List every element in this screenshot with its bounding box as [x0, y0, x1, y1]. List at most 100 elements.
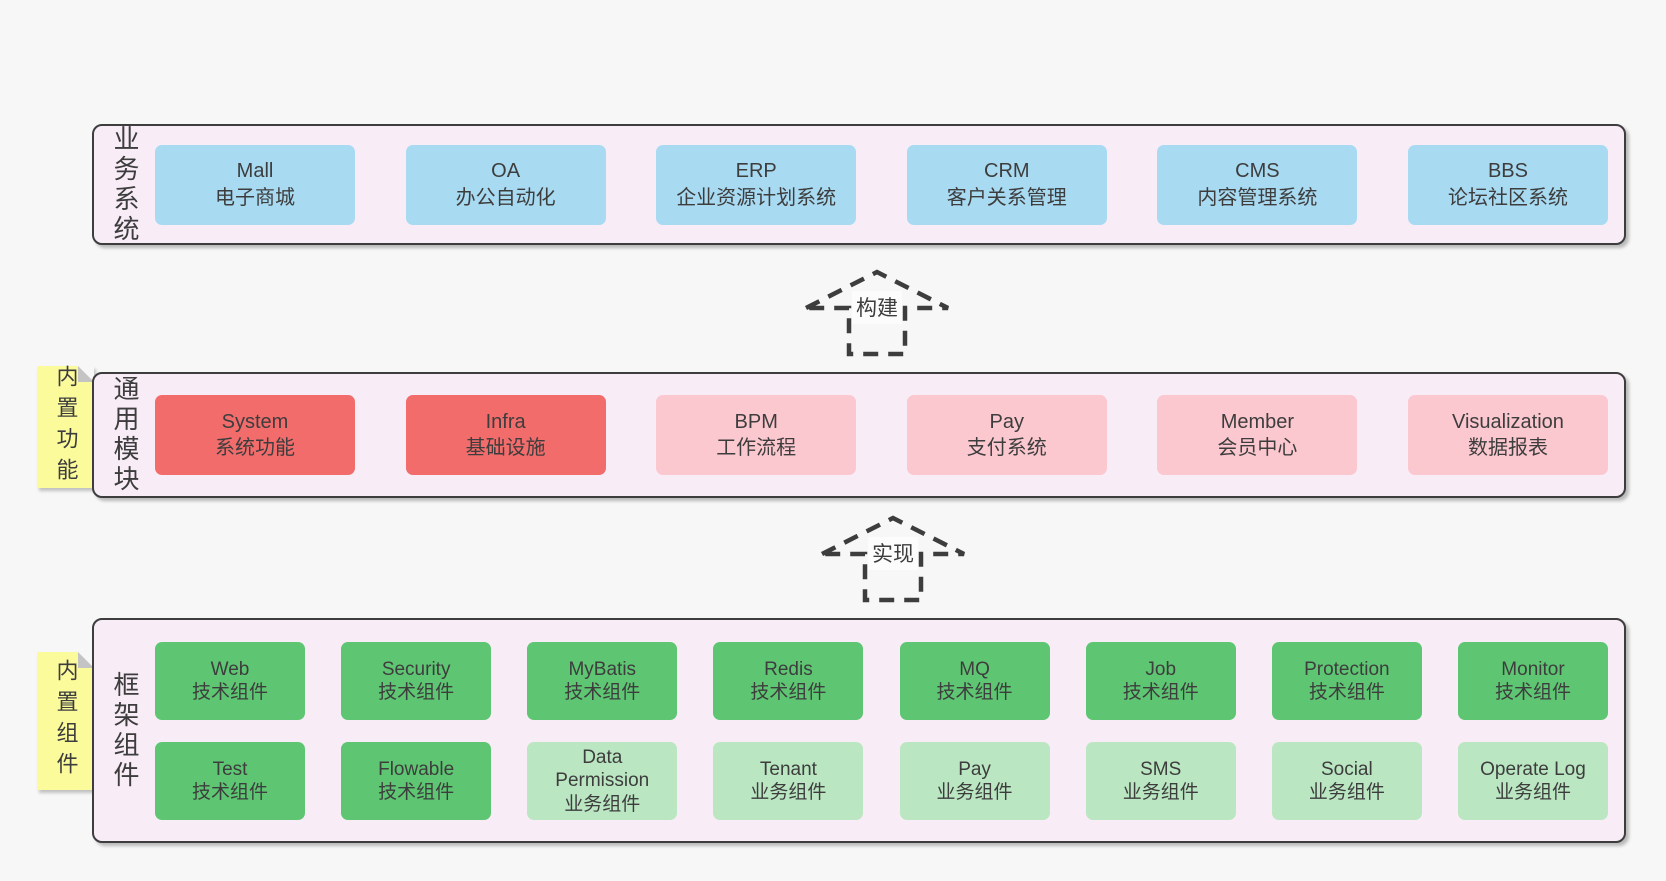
- box-flowable: Flowable 技术组件: [341, 742, 492, 820]
- box-redis: Redis 技术组件: [713, 642, 864, 720]
- box-subtitle: 工作流程: [716, 437, 797, 459]
- box-bbs: BBS 论坛社区系统: [1407, 144, 1608, 225]
- box-subtitle: 技术组件: [191, 682, 268, 703]
- box-title: CMS: [1235, 160, 1280, 183]
- box-subtitle: 论坛社区系统: [1447, 186, 1568, 209]
- sticky-built-in-components: 内置组件: [37, 652, 94, 790]
- box-title: Infra: [485, 410, 526, 433]
- box-subtitle: 基础设施: [465, 437, 546, 459]
- box-pay: Pay 支付系统: [906, 395, 1107, 475]
- box-subtitle: 技术组件: [378, 682, 455, 703]
- box-title: Redis: [764, 658, 813, 680]
- arrow-label: 构建: [856, 297, 898, 320]
- box-tenant: Tenant 业务组件: [713, 742, 864, 820]
- box-title: Pay: [989, 410, 1025, 433]
- box-subtitle: 业务组件: [1494, 782, 1571, 803]
- box-title: Test: [212, 758, 248, 780]
- box-subtitle: 业务组件: [936, 782, 1013, 803]
- box-title: Social: [1320, 758, 1373, 780]
- box-subtitle: 客户关系管理: [946, 186, 1067, 209]
- sticky-built-in-features: 内置功能: [37, 365, 94, 489]
- box-visualization: Visualization 数据报表: [1407, 395, 1608, 475]
- layer-components-label: 框架组件: [110, 670, 140, 791]
- box-title: ERP: [735, 160, 777, 183]
- box-title: MQ: [959, 658, 990, 680]
- box-member: Member 会员中心: [1157, 395, 1358, 475]
- box-subtitle: 办公自动化: [455, 186, 556, 209]
- box-title: CRM: [984, 160, 1030, 183]
- sticky-label: 内置功能: [53, 365, 79, 489]
- components-row-2: Test 技术组件 Flowable 技术组件 Data Permission …: [155, 742, 1608, 820]
- box-subtitle: 业务组件: [564, 793, 641, 815]
- components-row-1: Web 技术组件 Security 技术组件 MyBatis 技术组件 Redi…: [155, 642, 1608, 720]
- box-title: BPM: [734, 410, 778, 433]
- box-title: Operate Log: [1480, 758, 1586, 780]
- box-title: Visualization: [1452, 410, 1564, 433]
- box-sms: SMS 业务组件: [1085, 742, 1236, 820]
- box-title: BBS: [1487, 160, 1528, 183]
- build-arrow-icon: 构建: [804, 269, 950, 357]
- box-title: Protection: [1304, 658, 1390, 680]
- box-title: OA: [491, 160, 521, 183]
- box-title: System: [221, 410, 289, 433]
- layer-business-label: 业务系统: [110, 124, 140, 245]
- layer-framework-components: 框架组件 Web 技术组件 Security 技术组件 MyBatis 技术组件…: [92, 618, 1626, 843]
- box-subtitle: 会员中心: [1217, 437, 1298, 459]
- business-boxes-row: Mall 电子商城 OA 办公自动化 ERP 企业资源计划系统 CRM 客户关系…: [155, 144, 1608, 225]
- arrow-label: 实现: [872, 543, 914, 566]
- box-subtitle: 业务组件: [1122, 782, 1199, 803]
- box-subtitle: 技术组件: [936, 682, 1013, 703]
- box-test: Test 技术组件: [155, 742, 305, 820]
- box-pay-component: Pay 业务组件: [899, 742, 1050, 820]
- layer-business-systems: 业务系统 Mall 电子商城 OA 办公自动化 ERP 企业资源计划系统 CRM…: [92, 124, 1626, 245]
- box-subtitle: 数据报表: [1467, 437, 1548, 459]
- box-crm: CRM 客户关系管理: [906, 144, 1107, 225]
- modules-boxes-row: System 系统功能 Infra 基础设施 BPM 工作流程 Pay 支付系统…: [155, 395, 1608, 475]
- box-erp: ERP 企业资源计划系统: [656, 144, 857, 225]
- box-subtitle: 技术组件: [1122, 682, 1199, 703]
- box-subtitle: 系统功能: [215, 437, 295, 459]
- box-subtitle: 技术组件: [191, 782, 268, 803]
- layer-modules-label: 通用模块: [110, 375, 140, 495]
- box-infra: Infra 基础设施: [405, 395, 606, 475]
- box-title: Web: [210, 658, 250, 680]
- box-subtitle: 电子商城: [215, 186, 295, 209]
- box-protection: Protection 技术组件: [1271, 642, 1422, 720]
- box-social: Social 业务组件: [1271, 742, 1422, 820]
- box-title: Pay: [958, 758, 991, 780]
- components-grid: Web 技术组件 Security 技术组件 MyBatis 技术组件 Redi…: [155, 642, 1608, 820]
- box-security: Security 技术组件: [341, 642, 492, 720]
- box-mq: MQ 技术组件: [899, 642, 1050, 720]
- sticky-label: 内置组件: [53, 659, 79, 783]
- box-bpm: BPM 工作流程: [656, 395, 857, 475]
- box-title: Data Permission: [555, 747, 650, 792]
- box-operate-log: Operate Log 业务组件: [1457, 742, 1608, 820]
- box-mall: Mall 电子商城: [155, 144, 355, 225]
- box-subtitle: 技术组件: [1308, 682, 1385, 703]
- layer-common-modules: 通用模块 System 系统功能 Infra 基础设施 BPM 工作流程 Pay…: [92, 372, 1626, 498]
- box-title: Flowable: [378, 758, 455, 780]
- box-subtitle: 业务组件: [750, 782, 827, 803]
- box-title: MyBatis: [568, 658, 637, 680]
- box-title: Member: [1220, 410, 1295, 433]
- box-subtitle: 技术组件: [1494, 682, 1571, 703]
- box-title: Security: [381, 658, 451, 680]
- box-system: System 系统功能: [155, 395, 355, 475]
- box-mybatis: MyBatis 技术组件: [527, 642, 678, 720]
- box-web: Web 技术组件: [155, 642, 305, 720]
- box-subtitle: 支付系统: [966, 437, 1047, 459]
- box-title: SMS: [1140, 758, 1182, 780]
- box-subtitle: 技术组件: [378, 782, 455, 803]
- box-subtitle: 技术组件: [750, 682, 827, 703]
- box-title: Mall: [236, 160, 274, 183]
- box-oa: OA 办公自动化: [405, 144, 606, 225]
- box-subtitle: 业务组件: [1308, 782, 1385, 803]
- box-title: Job: [1145, 658, 1177, 680]
- box-title: Tenant: [759, 758, 817, 780]
- box-subtitle: 技术组件: [564, 682, 641, 703]
- box-monitor: Monitor 技术组件: [1457, 642, 1608, 720]
- box-title: Monitor: [1501, 658, 1565, 680]
- box-subtitle: 内容管理系统: [1197, 186, 1318, 209]
- implement-arrow-icon: 实现: [820, 515, 966, 603]
- box-subtitle: 企业资源计划系统: [676, 186, 837, 209]
